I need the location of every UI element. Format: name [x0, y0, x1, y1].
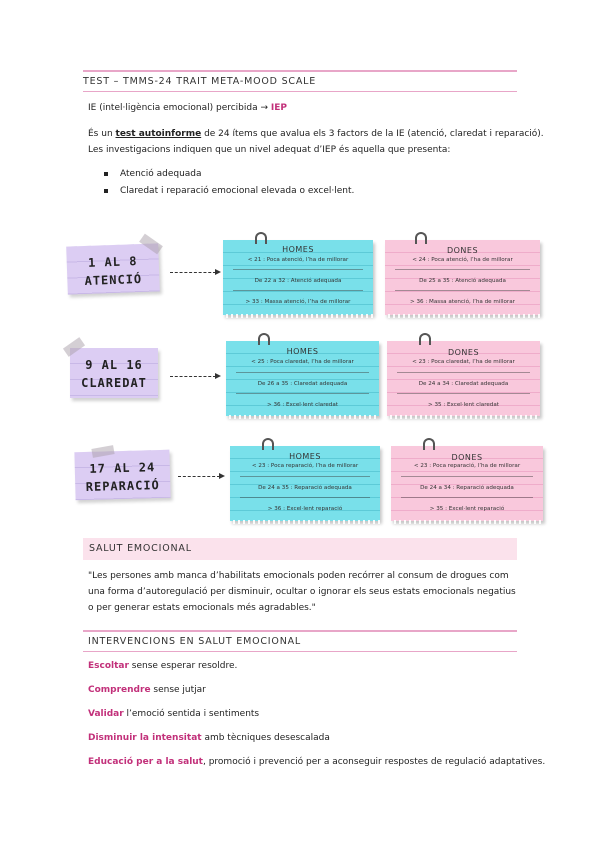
- homes-card-claredat: HOMES < 25 : Poca claredat, l’ha de mill…: [226, 333, 379, 419]
- intervention-item: Educació per a la salut, promoció i prev…: [88, 757, 546, 767]
- torn-edge: [223, 314, 373, 318]
- paperclip-icon: [423, 438, 435, 450]
- homes-card-atencio: HOMES < 21 : Poca atenció, l’ha de millo…: [223, 232, 373, 318]
- card-divider: [395, 269, 530, 270]
- intro-line-2: És un test autoinforme de 24 ítems que a…: [88, 129, 544, 139]
- test-autoinforme: test autoinforme: [115, 129, 202, 139]
- torn-edge: [391, 520, 543, 524]
- torn-edge: [385, 314, 540, 318]
- bullet-item: Atenció adequada: [104, 169, 202, 179]
- arrow-icon: [170, 269, 221, 275]
- card-divider: [395, 290, 530, 291]
- bullet-item: Claredat i reparació emocional elevada o…: [104, 186, 354, 196]
- dones-card-reparacio: DONES < 23 : Poca reparació, l’ha de mil…: [391, 438, 543, 524]
- torn-edge: [230, 520, 380, 524]
- dones-card-claredat: DONES < 23 : Poca claredat, l’ha de mill…: [387, 333, 540, 419]
- card-divider: [397, 372, 530, 373]
- arrow-icon: [170, 373, 221, 379]
- section-title-intervencions: INTERVENCIONS EN SALUT EMOCIONAL: [88, 636, 301, 647]
- homes-card-reparacio: HOMES < 23 : Poca reparació, l’ha de mil…: [230, 438, 380, 524]
- paperclip-icon: [419, 333, 431, 345]
- heading-underline: [83, 91, 517, 92]
- heading-underline-top: [83, 70, 517, 72]
- factor-sticky-atencio: 1 AL 8 ATENCIÓ: [66, 243, 160, 295]
- card-divider: [240, 476, 370, 477]
- intervention-item: Disminuir la intensitat amb tècniques de…: [88, 733, 330, 743]
- factor-sticky-reparacio: 17 AL 24 REPARACIÓ: [74, 449, 171, 501]
- bullet-icon: [104, 171, 108, 176]
- intervention-item: Validar l’emoció sentida i sentiments: [88, 709, 260, 719]
- paperclip-icon: [255, 232, 267, 244]
- iep-label: IEP: [270, 103, 287, 113]
- heading-underline-top: [83, 630, 517, 632]
- bullet-icon: [104, 188, 108, 193]
- arrow-icon: [178, 473, 225, 479]
- section-band-salut: [83, 538, 517, 560]
- card-divider: [236, 372, 369, 373]
- heading-underline: [83, 651, 517, 652]
- factor-sticky-claredat: 9 AL 16 CLAREDAT: [70, 348, 158, 398]
- section-title-test: TEST – TMMS-24 TRAIT META-MOOD SCALE: [83, 76, 317, 87]
- paperclip-icon: [258, 333, 270, 345]
- card-divider: [240, 497, 370, 498]
- intro-line-3: Les investigacions indiquen que un nivel…: [88, 145, 451, 155]
- intro-line-1: IE (intel·ligència emocional) percibida …: [88, 103, 287, 113]
- intervention-item: Comprendre sense jutjar: [88, 685, 206, 695]
- paperclip-icon: [415, 232, 427, 244]
- torn-edge: [226, 415, 379, 419]
- card-divider: [401, 497, 533, 498]
- quote-text: "Les persones amb manca d’habilitats emo…: [88, 571, 516, 613]
- intervention-item: Escoltar sense esperar resoldre.: [88, 661, 238, 671]
- dones-card-atencio: DONES < 24 : Poca atenció, l’ha de millo…: [385, 232, 540, 318]
- card-divider: [233, 290, 363, 291]
- torn-edge: [387, 415, 540, 419]
- card-divider: [397, 393, 530, 394]
- card-divider: [401, 476, 533, 477]
- paperclip-icon: [262, 438, 274, 450]
- card-divider: [236, 393, 369, 394]
- section-title-salut: SALUT EMOCIONAL: [89, 543, 192, 554]
- card-divider: [233, 269, 363, 270]
